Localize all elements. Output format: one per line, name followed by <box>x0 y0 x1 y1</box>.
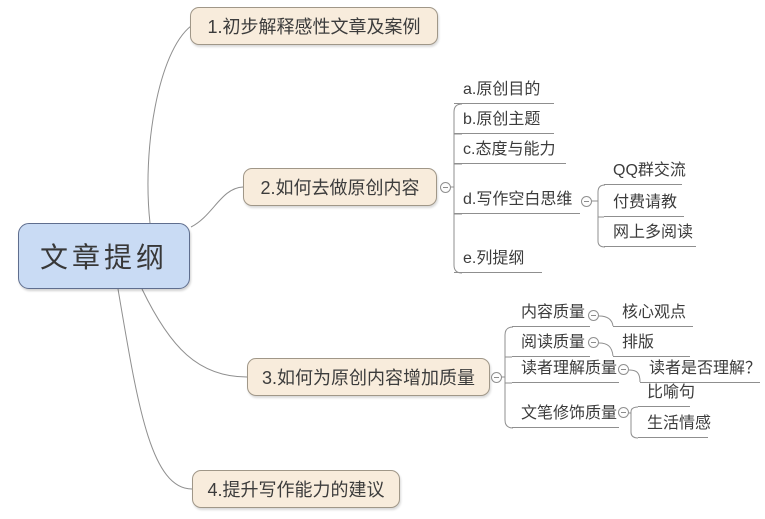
collapse-toggle-content-quality[interactable] <box>588 310 599 321</box>
minus-icon <box>621 412 626 413</box>
subnode-original-topic[interactable]: b.原创主题 <box>454 107 554 134</box>
root-node[interactable]: 文章提纲 <box>18 223 190 289</box>
collapse-toggle-writing-blank-thinking[interactable] <box>581 196 592 207</box>
connector-reader-understanding-child <box>628 369 641 383</box>
connector-root-branch3 <box>141 288 248 378</box>
subnode-outline-list[interactable]: e.列提纲 <box>454 246 542 273</box>
connector-branch2-children <box>450 103 463 274</box>
collapse-toggle-reading-quality[interactable] <box>588 337 599 348</box>
collapse-toggle-branch2[interactable] <box>440 182 451 193</box>
subnode-metaphor[interactable]: 比喻句 <box>638 380 695 407</box>
subnode-reading-quality[interactable]: 阅读质量 <box>512 330 590 357</box>
branch-node-3-label: 3.如何为原创内容增加质量 <box>261 368 475 388</box>
subnode-does-reader-understand[interactable]: 读者是否理解？ <box>640 356 761 383</box>
collapse-toggle-reader-understanding[interactable] <box>618 364 629 375</box>
subnode-core-viewpoint[interactable]: 核心观点 <box>613 300 693 327</box>
connector-reading-quality-child <box>598 342 614 357</box>
minus-icon <box>584 201 589 202</box>
subnode-writing-blank-thinking[interactable]: d.写作空白思维 <box>454 187 580 214</box>
minus-icon <box>591 342 596 343</box>
subnode-attitude-ability[interactable]: c.态度与能力 <box>454 137 566 164</box>
branch-node-1-label: 1.初步解释感性文章及案例 <box>207 17 421 37</box>
minus-icon <box>591 315 596 316</box>
branch-node-4-label: 4.提升写作能力的建议 <box>207 480 385 500</box>
subnode-layout[interactable]: 排版 <box>613 330 690 357</box>
collapse-toggle-branch3[interactable] <box>491 372 502 383</box>
minus-icon <box>443 187 448 188</box>
connector-style-quality-children <box>629 406 639 439</box>
subnode-original-purpose[interactable]: a.原创目的 <box>454 77 554 104</box>
subnode-style-quality[interactable]: 文笔修饰质量 <box>512 401 619 428</box>
minus-icon <box>621 369 626 370</box>
root-node-label: 文章提纲 <box>39 243 168 274</box>
subnode-life-emotion[interactable]: 生活情感 <box>638 411 711 438</box>
connector-root-branch2 <box>190 186 244 228</box>
connector-content-quality-child <box>598 315 614 327</box>
subnode-reader-understanding-quality[interactable]: 读者理解质量 <box>512 356 619 383</box>
subnode-content-quality[interactable]: 内容质量 <box>512 300 590 327</box>
subnode-qq-group[interactable]: QQ群交流 <box>604 158 686 185</box>
branch-node-1[interactable]: 1.初步解释感性文章及案例 <box>190 7 438 45</box>
subnode-read-more-online[interactable]: 网上多阅读 <box>604 220 696 247</box>
branch-node-2[interactable]: 2.如何去做原创内容 <box>243 168 437 206</box>
connector-branch3-children <box>501 326 514 429</box>
connector-root-branch4 <box>117 288 193 490</box>
subnode-paid-advice[interactable]: 付费请教 <box>604 190 684 217</box>
branch-node-3[interactable]: 3.如何为原创内容增加质量 <box>247 358 490 396</box>
branch-node-2-label: 2.如何去做原创内容 <box>260 178 420 198</box>
minus-icon <box>494 377 499 378</box>
connector-d-children <box>591 184 606 248</box>
connector-root-branch1 <box>147 25 192 224</box>
branch-node-4[interactable]: 4.提升写作能力的建议 <box>192 470 400 508</box>
collapse-toggle-style-quality[interactable] <box>618 407 629 418</box>
